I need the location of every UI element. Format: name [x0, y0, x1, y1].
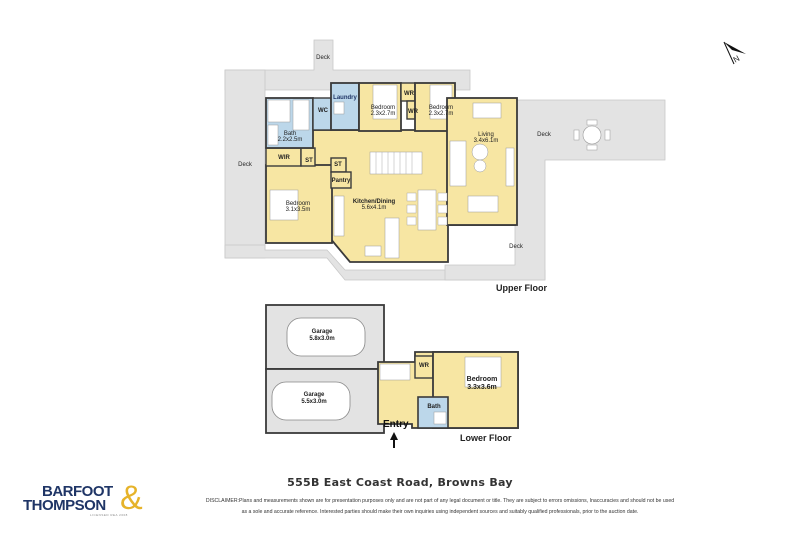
- upper-deck-area: [224, 39, 666, 281]
- room-label-st-1: ST: [305, 158, 313, 164]
- room-dims-bedroom-2: 2.3x2.7m: [428, 111, 454, 117]
- room-label-lower-bedroom: Bedroom: [466, 376, 498, 383]
- room-dims-bedroom-3: 3.1x3.5m: [285, 207, 311, 213]
- room-dims-kitchen-dining: 5.6x4.1m: [361, 205, 387, 211]
- room-label-wr-2: WR: [408, 109, 418, 115]
- room-label-lower-wr: WR: [419, 363, 429, 369]
- room-dims-bedroom-1: 2.3x2.7m: [370, 111, 396, 117]
- entry-label: Entry: [383, 419, 409, 430]
- svg-text:N: N: [732, 54, 742, 65]
- room-label-pantry: Pantry: [331, 178, 351, 184]
- lower-floor-rooms: [265, 304, 519, 448]
- room-label-kitchen-dining: Kitchen/Dining: [352, 199, 396, 205]
- pantry-room: [330, 171, 352, 189]
- room-dims-garage-2: 5.5x3.0m: [301, 399, 327, 405]
- room-label-wir: WIR: [278, 155, 290, 161]
- room-label-bedroom-3: Bedroom: [285, 201, 311, 207]
- room-label-garage-1: Garage: [311, 329, 333, 335]
- upper-floor-rooms: [265, 82, 611, 263]
- room-dims-lower-bedroom: 3.3x3.6m: [467, 384, 497, 391]
- upper-floor-title: Upper Floor: [496, 283, 547, 293]
- deck-label-left: Deck: [238, 162, 252, 168]
- deck-label-right: Deck: [537, 132, 551, 138]
- disclaimer-line-1: DISCLAIMER:Plans and measurements shown …: [205, 498, 675, 504]
- room-label-living: Living: [478, 132, 494, 138]
- deck-label-bottom: Deck: [509, 244, 523, 250]
- room-label-wc: WC: [318, 108, 328, 114]
- barfoot-thompson-logo: BARFOOT THOMPSON & LICENSED REA 2008: [20, 479, 155, 523]
- room-dims-bath: 2.2x2.5m: [277, 137, 303, 143]
- logo-line-2: THOMPSON: [23, 497, 106, 514]
- room-label-garage-2: Garage: [303, 392, 325, 398]
- disclaimer-text: DISCLAIMER:Plans and measurements shown …: [160, 496, 720, 518]
- north-arrow-icon: N: [723, 41, 746, 65]
- room-label-bath: Bath: [283, 131, 297, 137]
- room-label-laundry: Laundry: [333, 95, 357, 101]
- room-label-bedroom-1: Bedroom: [370, 105, 396, 111]
- room-dims-garage-1: 5.8x3.0m: [309, 336, 335, 342]
- logo-line-1: BARFOOT: [42, 483, 113, 500]
- room-label-lower-bath: Bath: [427, 404, 441, 410]
- room-label-bedroom-2: Bedroom: [428, 105, 454, 111]
- room-label-wr-1: WR: [404, 91, 414, 97]
- disclaimer-line-2: as a sole and accurate reference. Intere…: [241, 509, 639, 515]
- room-label-st-2: ST: [334, 162, 342, 168]
- lower-floor-title: Lower Floor: [460, 433, 512, 443]
- property-address: 555B East Coast Road, Browns Bay: [287, 476, 513, 489]
- room-dims-living: 3.4x6.1m: [473, 138, 499, 144]
- logo-ampersand: &: [120, 479, 143, 517]
- entry-arrow-icon: [390, 432, 398, 448]
- logo-tagline: LICENSED REA 2008: [90, 513, 128, 517]
- deck-label-top: Deck: [316, 55, 330, 61]
